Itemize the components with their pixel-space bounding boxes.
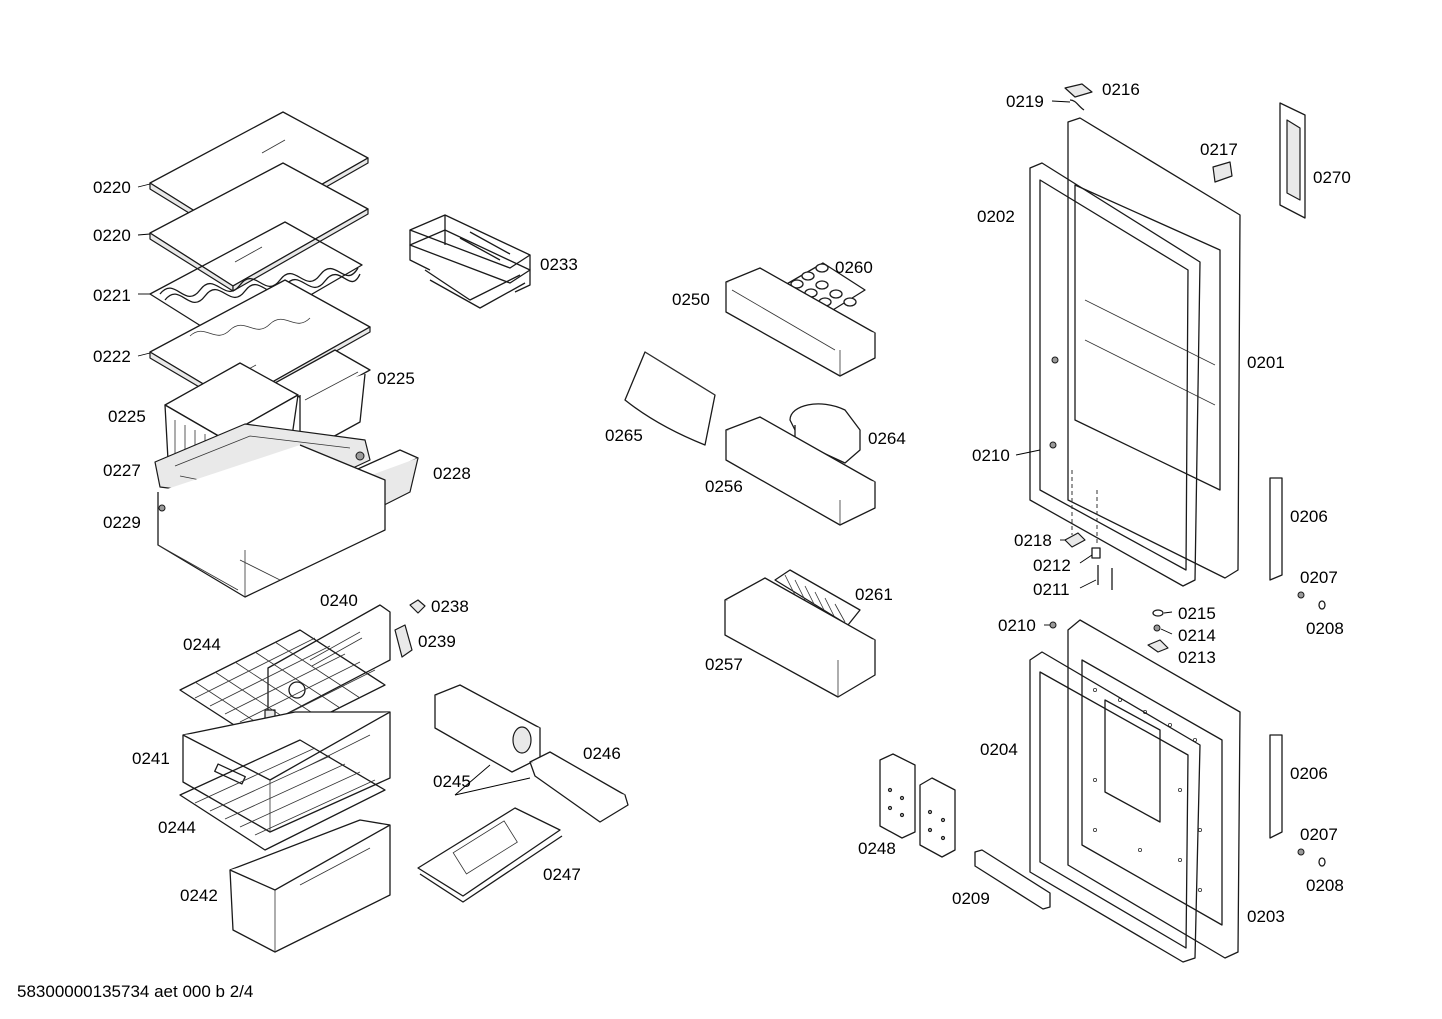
label-hinge-cover: 0216 — [1102, 80, 1140, 99]
label-door-shelf-bottom: 0257 — [705, 655, 743, 674]
egg-tray — [784, 262, 866, 314]
bearing — [1064, 532, 1086, 548]
label-bearing: 0218 — [1014, 531, 1052, 550]
wire-rack — [409, 214, 531, 309]
leader-lines — [137, 100, 1173, 635]
hinge-middle — [1147, 639, 1169, 653]
grid-lower — [179, 739, 386, 851]
label-grid-upper: 0244 — [183, 635, 221, 654]
label-wire-rack: 0233 — [540, 255, 578, 274]
label-bottle-holder: 0265 — [605, 426, 643, 445]
label-cap: 0215 — [1178, 604, 1216, 623]
label-ice-tray: 0246 — [583, 744, 621, 763]
label-kickplate: 0209 — [952, 889, 990, 908]
freezer-drawer — [182, 711, 391, 833]
vegetable-box-right — [274, 349, 371, 446]
bottle-holder — [624, 351, 716, 446]
door-shelf-bottom — [724, 577, 876, 698]
label-control-panel: 0270 — [1313, 168, 1351, 187]
kickplate — [974, 849, 1051, 910]
label-door-seal-lower: 0204 — [980, 740, 1018, 759]
label-bush: 0212 — [1033, 556, 1071, 575]
label-bottle-rack: 0221 — [93, 286, 131, 305]
bush — [1091, 547, 1101, 559]
label-drawer-cover: 0228 — [433, 464, 471, 483]
label-knob: 0238 — [431, 597, 469, 616]
bracket — [394, 624, 413, 658]
label-butter-box: 0264 — [868, 429, 906, 448]
label-hinge-bolt-lower: 0210 — [998, 616, 1036, 635]
label-hinge-middle: 0213 — [1178, 648, 1216, 667]
label-crisper-bin: 0229 — [103, 513, 141, 532]
ice-maker — [434, 684, 541, 773]
control-panel — [1279, 102, 1306, 219]
label-hinge-pin: 0219 — [1006, 92, 1044, 111]
label-door-seal-upper: 0202 — [977, 207, 1015, 226]
label-screw-handle-upper: 0207 — [1300, 568, 1338, 587]
hinge-bolt-lower — [1049, 621, 1057, 629]
label-screw-handle-lower: 0207 — [1300, 825, 1338, 844]
label-grid-lower: 0244 — [158, 818, 196, 837]
label-shelf-cover: 0222 — [93, 347, 131, 366]
door-shelf-mid — [725, 416, 876, 526]
label-washer-upper: 0208 — [1306, 619, 1344, 638]
label-door-shelf-egg: 0250 — [672, 290, 710, 309]
label-drawer-frame: 0227 — [103, 461, 141, 480]
label-box-right: 0225 — [377, 369, 415, 388]
cold-packs — [879, 753, 956, 858]
washer-upper — [1318, 600, 1326, 610]
ice-bin — [417, 807, 563, 903]
cap — [1152, 609, 1164, 617]
hinge-screw — [1153, 624, 1161, 632]
label-egg-tray: 0260 — [835, 258, 873, 277]
document-footer: 58300000135734 aet 000 b 2/4 — [17, 982, 253, 1001]
knob — [409, 599, 426, 614]
door-lower — [1067, 619, 1241, 959]
plug — [1212, 161, 1233, 183]
glass-shelf-second — [149, 162, 369, 292]
label-ice-maker: 0245 — [433, 772, 471, 791]
screw — [1097, 565, 1113, 590]
label-ice-bin: 0247 — [543, 865, 581, 884]
screw-handle-lower — [1297, 848, 1305, 856]
label-freezer-frame: 0240 — [320, 591, 358, 610]
label-washer-lower: 0208 — [1306, 876, 1344, 895]
butter-box — [789, 403, 861, 464]
handle-upper — [1269, 477, 1283, 581]
label-freezer-drawer-bottom: 0242 — [180, 886, 218, 905]
label-handle-lower: 0206 — [1290, 764, 1328, 783]
label-handle-upper: 0206 — [1290, 507, 1328, 526]
label-shelf-second: 0220 — [93, 226, 131, 245]
door-seal-lower — [1029, 651, 1201, 963]
washer-lower — [1318, 857, 1326, 867]
screw-handle-upper — [1297, 591, 1305, 599]
crisper-bin — [157, 444, 386, 598]
label-freezer-drawer: 0241 — [132, 749, 170, 768]
bottle-divider — [774, 569, 861, 626]
label-bottle-divider: 0261 — [855, 585, 893, 604]
label-cold-packs: 0248 — [858, 839, 896, 858]
hinge-cover — [1064, 83, 1093, 98]
label-hinge-bolt: 0210 — [972, 446, 1010, 465]
label-box-left: 0225 — [108, 407, 146, 426]
label-bracket: 0239 — [418, 632, 456, 651]
door-upper — [1067, 117, 1241, 579]
label-door-lower: 0203 — [1247, 907, 1285, 926]
label-door-shelf-mid: 0256 — [705, 477, 743, 496]
label-shelf-top: 0220 — [93, 178, 131, 197]
door-seal-upper — [1029, 162, 1201, 587]
handle-lower — [1269, 734, 1283, 839]
hinge-bolt — [1049, 356, 1059, 449]
callout-labels: 0220 0220 0221 0222 0225 0225 0227 0228 … — [93, 80, 1351, 926]
door-shelf-egg — [725, 267, 876, 377]
ice-tray — [529, 751, 629, 823]
hinge-pin — [1069, 99, 1085, 111]
label-hinge-screw: 0214 — [1178, 626, 1216, 645]
freezer-drawer-bottom — [229, 819, 391, 953]
label-screw: 0211 — [1033, 580, 1070, 599]
label-plug: 0217 — [1200, 140, 1238, 159]
label-door-upper: 0201 — [1247, 353, 1285, 372]
